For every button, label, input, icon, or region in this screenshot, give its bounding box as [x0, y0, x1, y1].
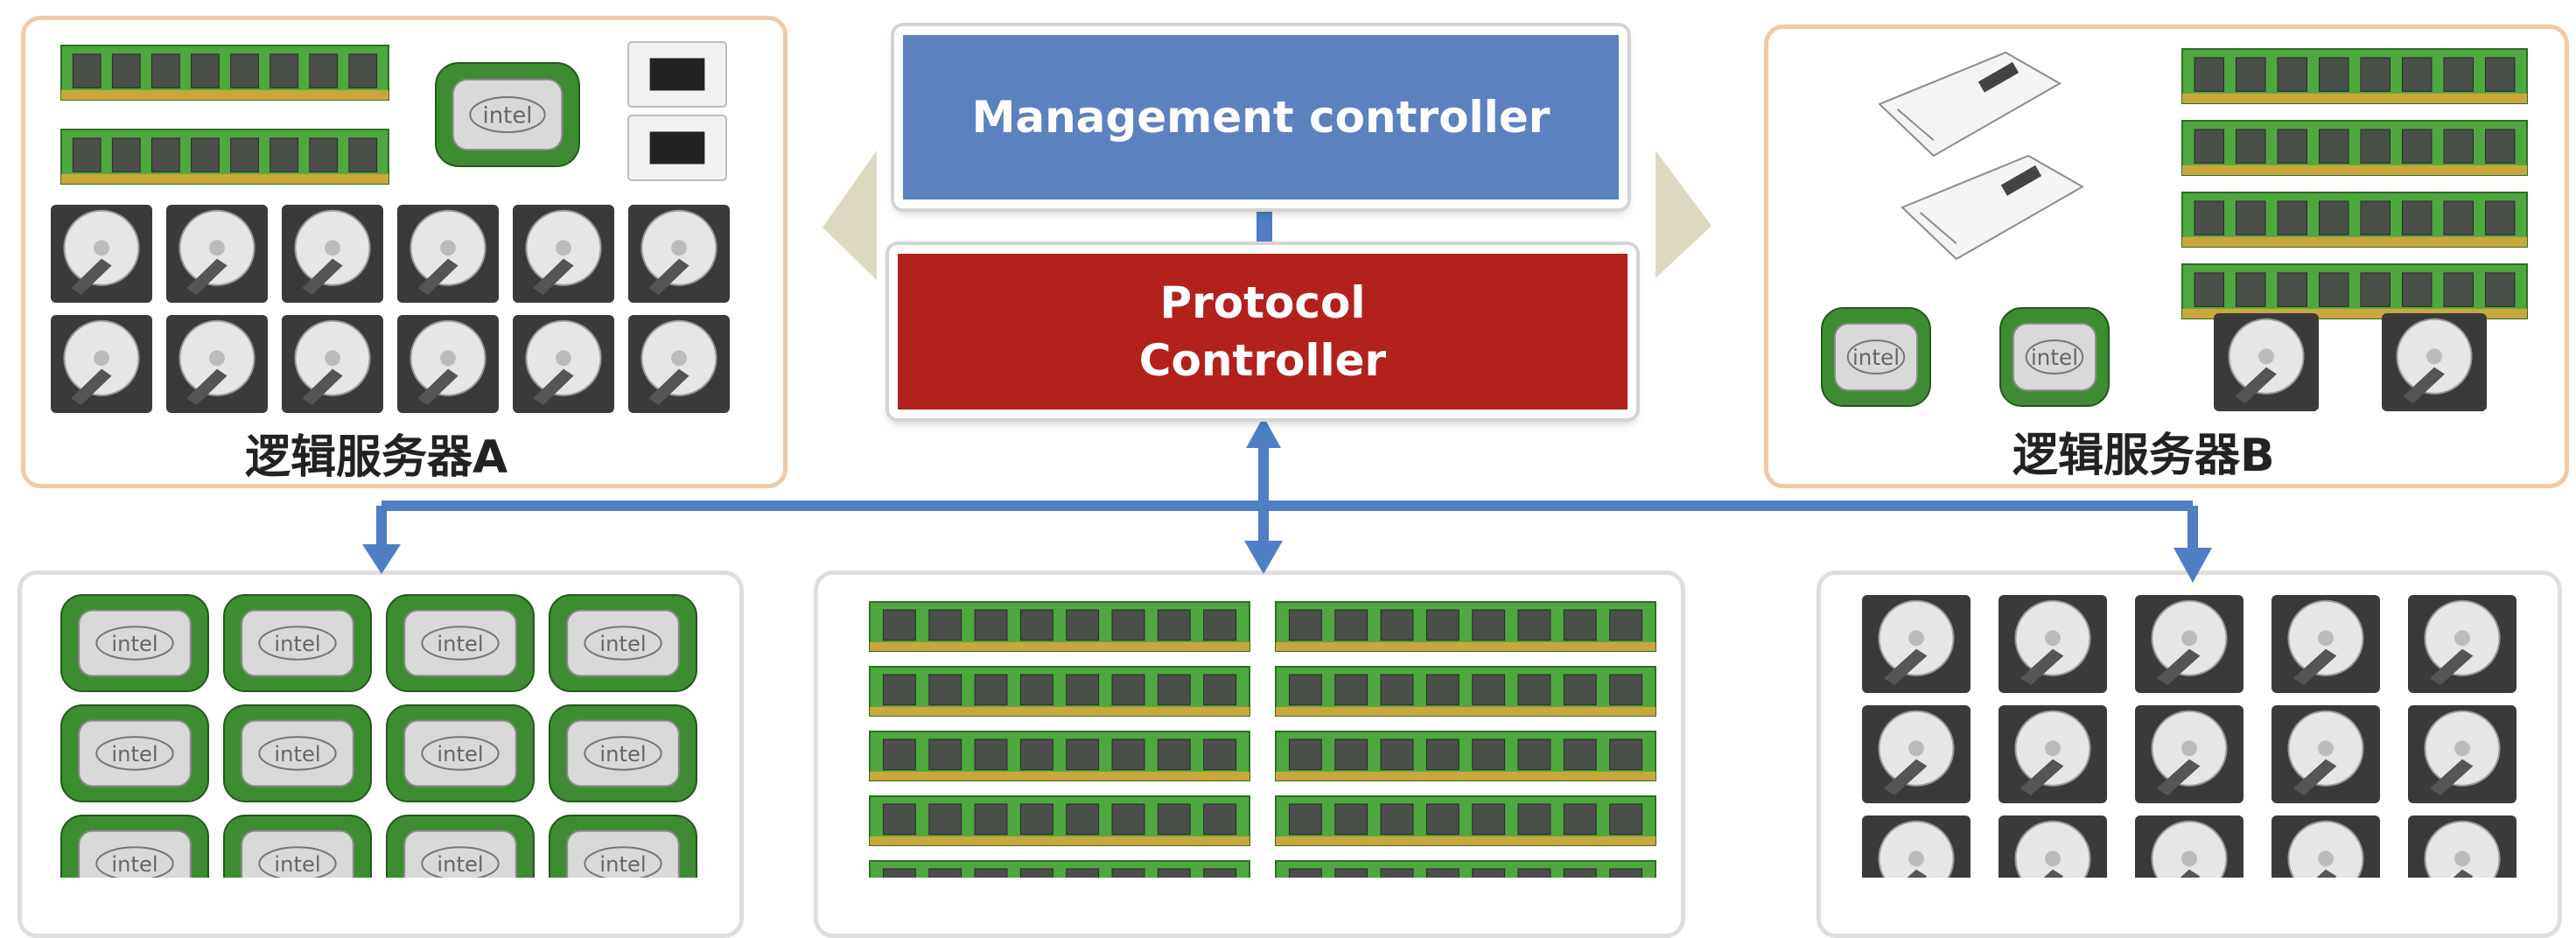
hard-drive-icon	[282, 205, 383, 303]
ram-module-icon	[869, 860, 1250, 878]
hard-drive-icon	[166, 315, 268, 413]
cpu-chip-icon: intel	[435, 62, 580, 167]
ram-module-icon	[2181, 192, 2528, 248]
cpu-brand-text: intel	[111, 742, 158, 766]
cpu-chip-icon: intel	[1999, 307, 2110, 407]
ram-module-icon	[1275, 666, 1656, 717]
hardware-components-layer: intel intel intel intel intel intel intel intel…	[51, 41, 2528, 878]
hard-drive-icon	[1862, 816, 1970, 878]
ram-module-icon	[1275, 601, 1656, 652]
logical-server-a-label: 逻辑服务器A	[245, 431, 508, 484]
management-controller: Management controller	[894, 26, 1628, 208]
cpu-chip-icon: intel	[549, 704, 697, 802]
bus-arrow-up	[1246, 416, 1281, 448]
network-port-icon	[627, 115, 727, 181]
cpu-brand-text: intel	[111, 632, 158, 656]
cpu-brand-text: intel	[274, 632, 320, 656]
cpu-chip-icon: intel	[1821, 307, 1931, 407]
hard-drive-icon	[2135, 705, 2244, 803]
ram-module-icon	[1275, 860, 1656, 878]
management-controller-label: Management controller	[971, 92, 1550, 143]
cpu-brand-text: intel	[2031, 345, 2078, 370]
cpu-chip-icon: intel	[60, 594, 209, 692]
hard-drive-icon	[2408, 816, 2516, 878]
left-arrow-triangle	[822, 150, 877, 280]
ram-module-icon	[1275, 731, 1656, 781]
cpu-chip-icon: intel	[549, 815, 697, 878]
hard-drive-icon	[2382, 313, 2487, 411]
ram-module-icon	[2181, 120, 2528, 176]
hard-drive-icon	[628, 315, 730, 413]
cpu-chip-icon: intel	[223, 704, 372, 802]
hard-drive-icon	[2272, 816, 2380, 878]
cpu-brand-text: intel	[599, 632, 646, 656]
hard-drive-icon	[397, 315, 499, 413]
ram-module-icon	[2181, 263, 2528, 319]
hard-drive-icon	[51, 205, 152, 303]
right-arrow-triangle	[1656, 150, 1712, 278]
network-port-icon	[627, 41, 727, 108]
bus-arrow-storage	[2174, 548, 2212, 583]
ram-module-icon	[869, 795, 1250, 846]
hard-drive-icon	[1998, 705, 2107, 803]
protocol-controller-label-line1: Protocol	[1159, 277, 1366, 328]
hard-drive-icon	[513, 205, 614, 303]
hard-drive-icon	[1998, 595, 2107, 693]
logical-server-b-label: 逻辑服务器B	[2012, 430, 2275, 482]
cpu-brand-text: intel	[482, 102, 532, 129]
hard-drive-icon	[2408, 595, 2516, 693]
cpu-chip-icon: intel	[549, 594, 697, 692]
hard-drive-icon	[166, 205, 268, 303]
hard-drive-icon	[2272, 595, 2380, 693]
hard-drive-icon	[1862, 595, 1970, 693]
hard-drive-icon	[282, 315, 383, 413]
cpu-chip-icon: intel	[223, 594, 372, 692]
hard-drive-icon	[2135, 595, 2244, 693]
cpu-chip-icon: intel	[60, 815, 209, 878]
ram-module-icon	[60, 45, 389, 101]
hard-drive-icon	[2214, 313, 2319, 411]
ram-module-icon	[869, 731, 1250, 781]
protocol-controller: Protocol Controller	[889, 245, 1636, 418]
cpu-brand-text: intel	[437, 742, 483, 766]
resource-bus	[376, 446, 2198, 548]
hard-drive-icon	[1862, 705, 1970, 803]
bus-arrow-memory	[1244, 541, 1283, 574]
cpu-brand-text: intel	[437, 632, 483, 656]
cpu-brand-text: intel	[111, 852, 158, 877]
cpu-chip-icon: intel	[386, 594, 535, 692]
ram-module-icon	[1275, 795, 1656, 846]
hard-drive-icon	[628, 205, 730, 303]
cpu-brand-text: intel	[599, 852, 646, 877]
cpu-chip-icon: intel	[223, 815, 372, 878]
hard-drive-icon	[2135, 816, 2244, 878]
protocol-controller-label-line2: Controller	[1138, 335, 1387, 386]
cpu-brand-text: intel	[599, 742, 646, 766]
hard-drive-icon	[2408, 705, 2516, 803]
ram-module-icon	[869, 666, 1250, 717]
ram-module-icon	[2181, 48, 2528, 104]
bus-arrow-cpu	[362, 544, 401, 574]
cpu-chip-icon: intel	[60, 704, 209, 802]
hard-drive-icon	[513, 315, 614, 413]
cpu-brand-text: intel	[274, 742, 320, 766]
sfp-transceiver-icon	[1878, 51, 2062, 158]
hard-drive-icon	[51, 315, 152, 413]
hard-drive-icon	[397, 205, 499, 303]
controller-link	[1256, 205, 1272, 248]
cpu-chip-icon: intel	[386, 704, 535, 802]
ram-module-icon	[869, 601, 1250, 652]
hard-drive-icon	[2272, 705, 2380, 803]
cpu-brand-text: intel	[274, 852, 320, 877]
cpu-brand-text: intel	[437, 852, 483, 877]
cpu-chip-icon: intel	[386, 815, 535, 878]
cpu-brand-text: intel	[1852, 345, 1900, 370]
ram-module-icon	[60, 129, 389, 185]
hard-drive-icon	[1998, 816, 2107, 878]
sfp-transceiver-icon	[1900, 154, 2085, 261]
